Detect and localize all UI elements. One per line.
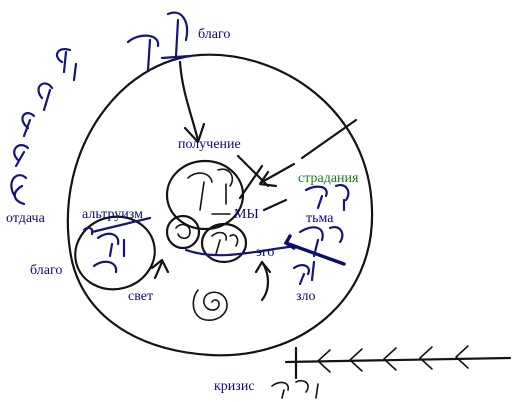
crisis-chevrons	[317, 345, 469, 373]
label-otdacha: отдача	[6, 211, 45, 226]
hebrew-in-small-circle	[175, 223, 191, 240]
hebrew-word-left-vertical	[10, 48, 78, 206]
line-through-left-circle	[90, 216, 152, 234]
hebrew-in-left-circle	[92, 232, 126, 274]
label-svet: свет	[128, 289, 154, 304]
hebrew-word-top-tov	[126, 11, 192, 72]
label-blago-top: благо	[198, 27, 231, 42]
hebrew-word-right-darkness	[298, 226, 344, 258]
label-krizis: кризис	[214, 379, 255, 394]
crisis-line	[284, 356, 512, 364]
circle-receiving	[165, 159, 245, 231]
hebrew-in-receiving-circle	[187, 168, 234, 215]
altruism-dot	[82, 226, 94, 236]
arrow-top-down	[178, 60, 200, 142]
arrowhead-to-light	[150, 258, 170, 274]
label-tma: тьма	[306, 211, 334, 226]
hebrew-in-ego-circle	[211, 231, 239, 255]
label-zlo: зло	[296, 289, 316, 304]
arrowhead-suffering	[258, 170, 278, 188]
label-poluchenie: получение	[178, 137, 241, 152]
arrowhead-top-down	[183, 122, 206, 144]
label-my: МЫ	[234, 207, 259, 222]
hebrew-word-right-evil	[292, 260, 316, 286]
label-blago-left: благо	[30, 263, 63, 278]
arrow-suffering	[260, 162, 296, 184]
outer-circle	[66, 53, 374, 357]
label-altruizm: альтруизм	[82, 207, 143, 222]
label-stradaniya: страдания	[298, 171, 359, 186]
label-ego: эго	[256, 245, 275, 260]
circle-small-inner	[165, 214, 201, 250]
spiral-symbol	[192, 289, 228, 321]
hebrew-word-crisis	[271, 379, 319, 399]
arrow-to-light	[153, 260, 164, 280]
hebrew-word-suffering	[304, 184, 350, 212]
arrow-toward-center	[262, 198, 288, 212]
diagonal-line-upper-right	[300, 118, 358, 160]
arrowhead-up-evil	[254, 260, 272, 274]
dark-arrowhead	[283, 234, 296, 250]
circle-ego	[200, 222, 248, 264]
circle-left-light	[74, 215, 156, 291]
ego-connector-line	[184, 244, 298, 257]
